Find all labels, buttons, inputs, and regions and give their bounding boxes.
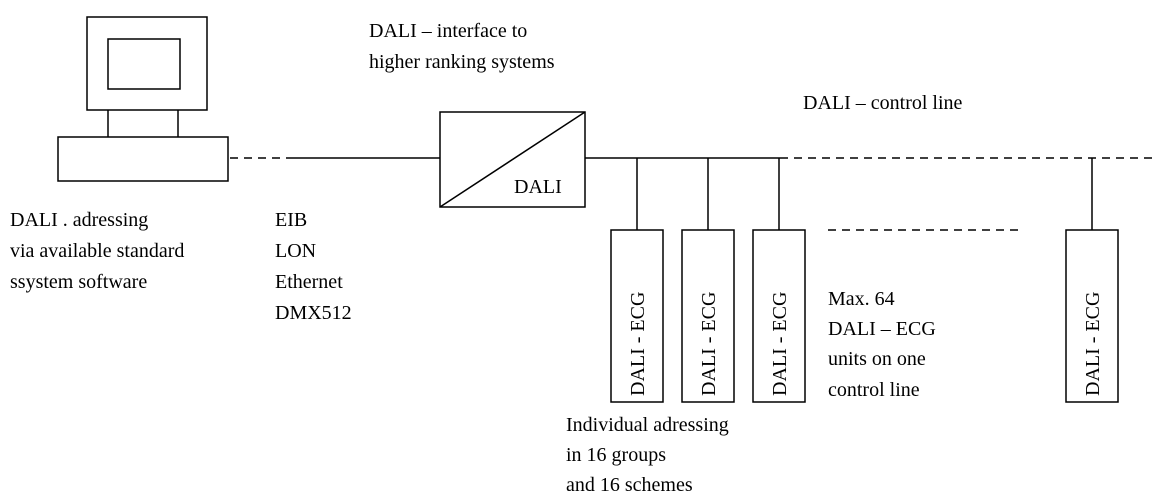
max-units-line-1: Max. 64 <box>828 288 895 310</box>
pc-caption-line-2: via available standard <box>10 240 184 262</box>
addressing-note-line-2: in 16 groups <box>566 444 666 466</box>
converter-icon <box>439 111 586 208</box>
protocol-item: LON <box>275 240 316 262</box>
max-units-line-2: DALI – ECG <box>828 318 936 340</box>
ecg-unit-1 <box>610 229 664 403</box>
ecg-unit-1-label: DALI - ECG <box>627 292 649 396</box>
pc-caption-line-3: ssystem software <box>10 271 147 293</box>
ecg-unit-2-label: DALI - ECG <box>698 292 720 396</box>
ecg-unit-3 <box>752 229 806 403</box>
protocol-item: Ethernet <box>275 271 343 293</box>
ecg-unit-3-label: DALI - ECG <box>769 292 791 396</box>
computer-base <box>57 136 229 182</box>
max-units-line-3: units on one <box>828 348 926 370</box>
ecg-unit-4-label: DALI - ECG <box>1082 292 1104 396</box>
interface-label-line-2: higher ranking systems <box>369 51 555 73</box>
converter-label: DALI <box>514 176 562 198</box>
protocol-item: EIB <box>275 209 307 231</box>
monitor-screen <box>107 38 181 90</box>
pc-caption-line-1: DALI . adressing <box>10 209 148 231</box>
control-line-label: DALI – control line <box>803 92 963 114</box>
converter-diagonal <box>439 111 586 208</box>
interface-label-line-1: DALI – interface to <box>369 20 527 42</box>
ecg-unit-4 <box>1065 229 1119 403</box>
max-units-line-4: control line <box>828 379 920 401</box>
addressing-note-line-3: and 16 schemes <box>566 474 693 496</box>
ecg-unit-2 <box>681 229 735 403</box>
protocol-item: DMX512 <box>275 302 352 324</box>
addressing-note-line-1: Individual adressing <box>566 414 729 436</box>
computer-icon <box>57 16 229 182</box>
